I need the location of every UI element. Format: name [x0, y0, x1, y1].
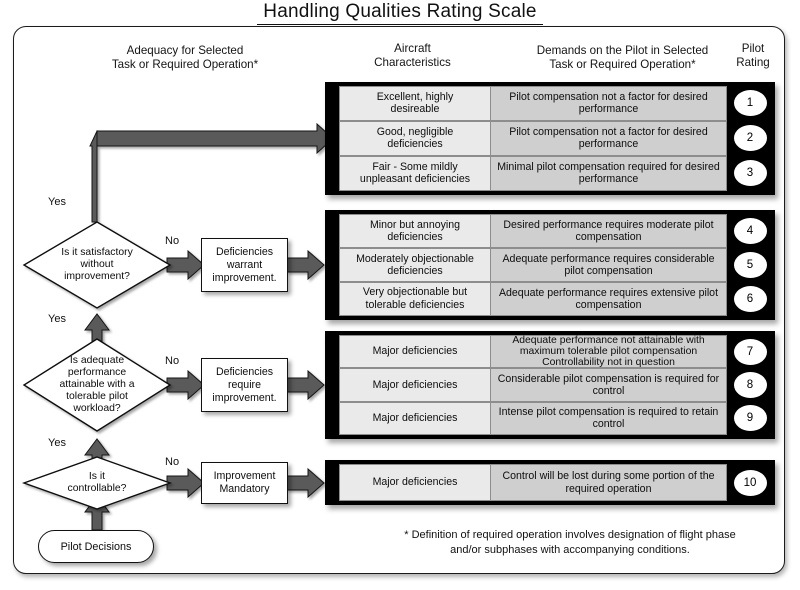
terminator-pilot-decisions[interactable]: Pilot Decisions [38, 530, 154, 563]
rating-badge: 1 [733, 90, 767, 117]
page-title-text: Handling Qualities Rating Scale [257, 1, 543, 25]
rating-badge: 4 [733, 217, 767, 244]
cell-aircraft-characteristics: Excellent, highly desireable [339, 86, 491, 121]
cell-aircraft-characteristics: Minor but annoying deficiencies [339, 214, 491, 248]
column-header-pilot-rating: Pilot Rating [736, 42, 770, 69]
cell-aircraft-characteristics: Major deficiencies [339, 335, 491, 369]
cell-aircraft-characteristics: Moderately objectionable deficiencies [339, 247, 491, 282]
branch-label-no-2: No [165, 355, 180, 367]
cell-pilot-rating: 7 [727, 335, 773, 369]
rating-badge: 2 [733, 125, 767, 152]
decision-satisfactory[interactable]: Is it satisfactory without improvement? [24, 222, 170, 308]
branch-label-yes-2: Yes [48, 313, 66, 325]
rating-badge: 6 [733, 285, 767, 312]
cell-demands-on-pilot: Pilot compensation not a factor for desi… [491, 120, 727, 156]
cell-pilot-rating: 3 [727, 155, 773, 191]
cell-aircraft-characteristics: Good, negligible deficiencies [339, 120, 491, 156]
cell-demands-on-pilot: Considerable pilot compensation is requi… [491, 368, 727, 402]
cell-demands-on-pilot: Adequate performance requires extensive … [491, 281, 727, 316]
cell-aircraft-characteristics: Major deficiencies [339, 464, 491, 501]
rating-badge: 8 [733, 371, 767, 398]
cell-aircraft-characteristics: Fair - Some mildly unpleasant deficienci… [339, 155, 491, 191]
footnote: * Definition of required operation invol… [404, 529, 736, 556]
cell-aircraft-characteristics: Major deficiencies [339, 368, 491, 402]
rating-badge: 3 [733, 160, 767, 187]
cell-pilot-rating: 4 [727, 214, 773, 248]
branch-label-yes-1: Yes [48, 196, 66, 208]
cell-aircraft-characteristics: Very objectionable but tolerable deficie… [339, 281, 491, 316]
cell-demands-on-pilot: Adequate performance not attainable with… [491, 335, 727, 368]
process-deficiencies-require[interactable]: Deficiencies require improvement. [201, 358, 288, 412]
cell-pilot-rating: 2 [727, 120, 773, 156]
page-title: Handling Qualities Rating Scale [0, 1, 800, 25]
rating-badge: 7 [733, 338, 767, 365]
cell-demands-on-pilot: Desired performance requires moderate pi… [491, 214, 727, 248]
cell-demands-on-pilot: Control will be lost during some portion… [491, 464, 727, 501]
rating-badge: 10 [733, 469, 767, 496]
cell-pilot-rating: 1 [727, 86, 773, 121]
cell-pilot-rating: 10 [727, 464, 773, 501]
decision-adequate-performance-label: Is adequate performance attainable with … [59, 355, 135, 414]
column-header-aircraft-characteristics: Aircraft Characteristics [374, 42, 451, 69]
decision-controllable[interactable]: Is it controllable? [24, 457, 170, 509]
branch-label-no-3: No [165, 456, 180, 468]
cell-pilot-rating: 8 [727, 368, 773, 402]
cell-demands-on-pilot: Pilot compensation not a factor for desi… [491, 86, 727, 121]
decision-satisfactory-label: Is it satisfactory without improvement? [61, 247, 133, 282]
cell-pilot-rating: 9 [727, 401, 773, 435]
cell-demands-on-pilot: Adequate performance requires considerab… [491, 247, 727, 282]
cell-demands-on-pilot: Intense pilot compensation is required t… [491, 401, 727, 435]
cell-aircraft-characteristics: Major deficiencies [339, 401, 491, 435]
table-row: Fair - Some mildly unpleasant deficienci… [339, 155, 773, 191]
rating-badge: 9 [733, 405, 767, 432]
branch-label-no-1: No [165, 235, 180, 247]
process-improvement-mandatory[interactable]: Improvement Mandatory [201, 462, 288, 504]
column-header-adequacy: Adequacy for Selected Task or Required O… [111, 44, 259, 71]
cell-demands-on-pilot: Minimal pilot compensation required for … [491, 155, 727, 191]
decision-controllable-label: Is it controllable? [67, 471, 127, 494]
decision-adequate-performance[interactable]: Is adequate performance attainable with … [24, 339, 170, 431]
table-row: Very objectionable but tolerable deficie… [339, 281, 773, 316]
cell-pilot-rating: 5 [727, 247, 773, 282]
column-header-demands-on-pilot: Demands on the Pilot in Selected Task or… [536, 44, 709, 71]
process-deficiencies-warrant[interactable]: Deficiencies warrant improvement. [201, 238, 288, 292]
rating-badge: 5 [733, 251, 767, 278]
cell-pilot-rating: 6 [727, 281, 773, 316]
branch-label-yes-3: Yes [48, 437, 66, 449]
